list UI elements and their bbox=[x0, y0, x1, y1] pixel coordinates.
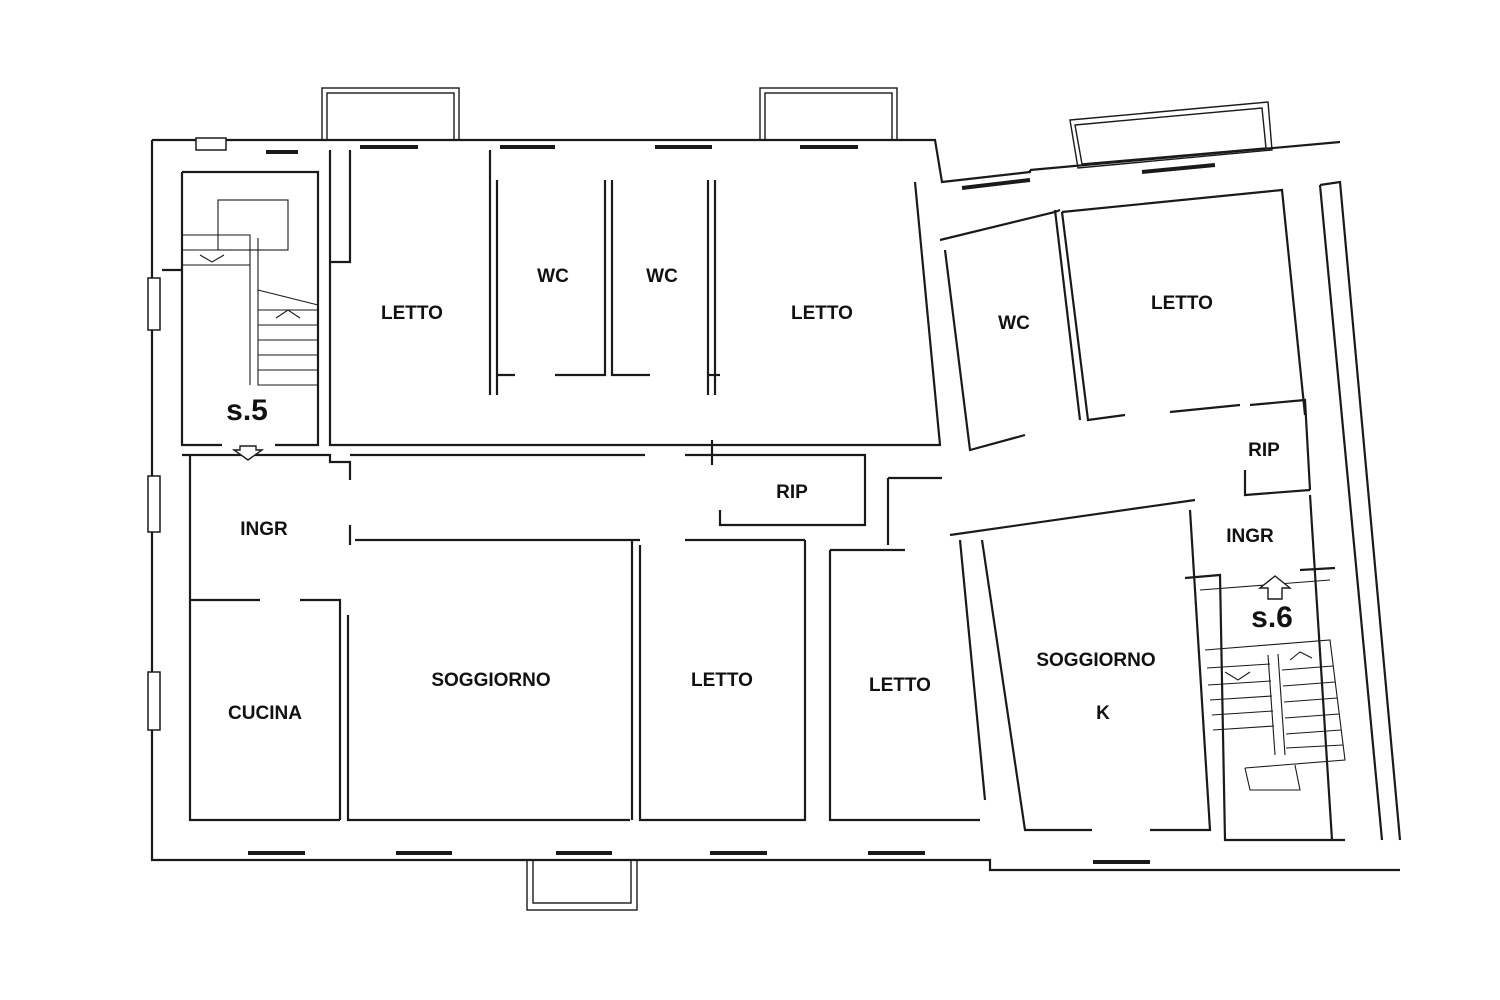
room-letto-4: LETTO bbox=[869, 675, 931, 696]
room-cucina: CUCINA bbox=[228, 703, 302, 724]
room-soggiorno-1: SOGGIORNO bbox=[431, 670, 550, 691]
room-wc-3: WC bbox=[998, 313, 1030, 334]
room-rip-1: RIP bbox=[776, 482, 808, 503]
windows bbox=[147, 137, 1216, 864]
room-wc-1: WC bbox=[537, 266, 569, 287]
room-ingr-2: INGR bbox=[1226, 526, 1274, 547]
stair-label-5: s.5 bbox=[226, 394, 268, 427]
room-letto-2: LETTO bbox=[791, 303, 853, 324]
room-letto-1: LETTO bbox=[381, 303, 443, 324]
room-rip-2: RIP bbox=[1248, 440, 1280, 461]
stair-label-6: s.6 bbox=[1251, 601, 1293, 634]
room-wc-2: WC bbox=[646, 266, 678, 287]
room-labels: LETTO WC WC LETTO INGR RIP CUCINA SOGGIO… bbox=[226, 266, 1293, 724]
interior-walls-right bbox=[939, 188, 1345, 842]
entry-arrow-6 bbox=[1258, 575, 1292, 600]
interior-walls bbox=[162, 150, 980, 822]
stair-5-drawing bbox=[182, 199, 319, 386]
room-letto-3: LETTO bbox=[691, 670, 753, 691]
room-k: K bbox=[1096, 703, 1110, 724]
balconies bbox=[321, 87, 1273, 911]
room-letto-5: LETTO bbox=[1151, 293, 1213, 314]
stair-6-drawing bbox=[1199, 579, 1346, 791]
entry-arrow-5 bbox=[231, 445, 265, 461]
room-soggiorno-2: SOGGIORNO bbox=[1036, 650, 1155, 671]
room-ingr-1: INGR bbox=[240, 519, 288, 540]
